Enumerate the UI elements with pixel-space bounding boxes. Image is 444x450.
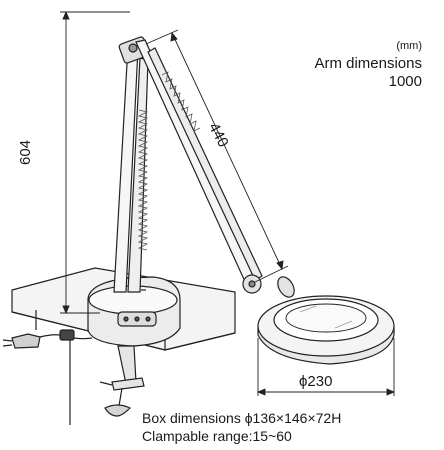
dimension-230 xyxy=(256,338,396,396)
unit-label: (mm) xyxy=(396,40,422,52)
arm-dimensions-label: Arm dimensions xyxy=(314,55,422,72)
upper-arm xyxy=(135,39,263,287)
dimension-604 xyxy=(60,10,130,315)
table-clamp xyxy=(99,345,145,417)
height-dimension-label: 604 xyxy=(17,139,34,165)
dimension-440 xyxy=(145,29,289,283)
power-cord xyxy=(2,329,93,349)
lens-joint xyxy=(242,274,295,298)
magnifier-lens-head xyxy=(257,295,395,365)
arm-dimensions-value: 1000 xyxy=(388,73,422,90)
box-dimensions-text: Box dimensions ϕ136×146×72H xyxy=(142,410,342,426)
lens-diameter-label: ϕ230 xyxy=(299,373,333,390)
lamp-base xyxy=(87,276,181,347)
clampable-range-text: Clampable range:15~60 xyxy=(142,428,292,444)
lower-arm xyxy=(113,45,149,293)
